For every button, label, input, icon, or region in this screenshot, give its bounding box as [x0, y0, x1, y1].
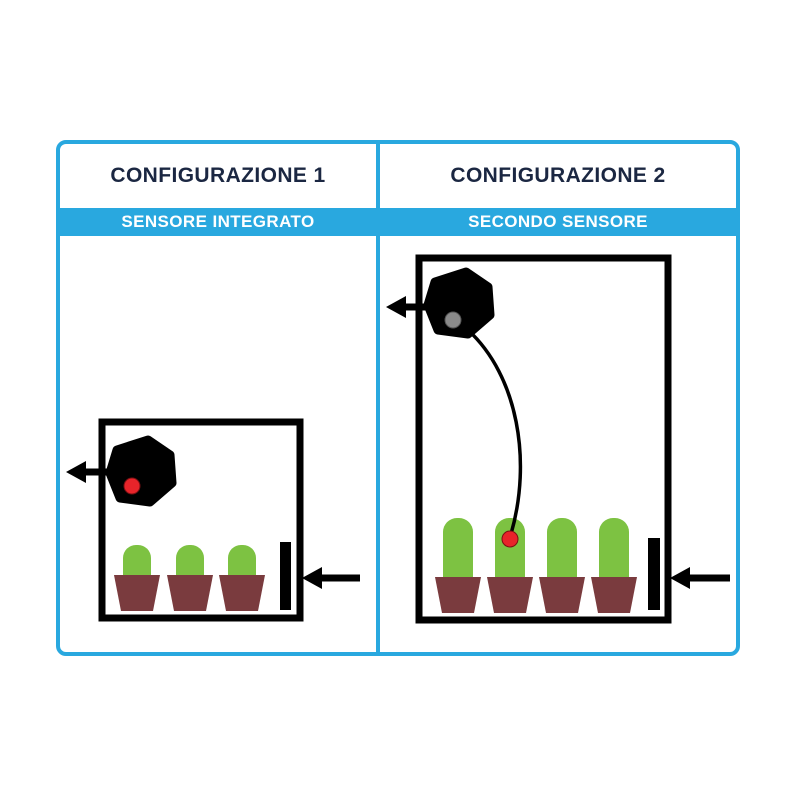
plant-pot — [219, 575, 265, 611]
panel-subtitle-label: SENSORE INTEGRATO — [121, 212, 315, 231]
plant-icon — [114, 545, 160, 611]
intake-vent — [280, 542, 291, 610]
growbox-diagram-2 — [380, 236, 736, 652]
airflow-out-arrow-icon — [66, 461, 120, 483]
airflow-in-arrow-icon — [670, 567, 730, 589]
panel-divider — [376, 144, 380, 652]
airflow-in-arrow-icon — [302, 567, 360, 589]
exhaust-fan-icon — [105, 435, 177, 507]
plant-pot — [591, 577, 637, 613]
plant-icon — [591, 518, 637, 613]
integrated-sensor-dot — [123, 477, 141, 495]
plant-pot — [539, 577, 585, 613]
intake-vent — [648, 538, 660, 610]
diagram-frame: CONFIGURAZIONE 1 SENSORE INTEGRATO — [56, 140, 740, 656]
plant-icon — [539, 518, 585, 613]
fan-housing — [423, 267, 495, 339]
panel-configurazione-2: CONFIGURAZIONE 2 SECONDO SENSORE — [380, 144, 736, 652]
sensor-cable — [466, 328, 523, 536]
plants-group — [435, 518, 637, 613]
panel-subtitle-bar: SENSORE INTEGRATO — [60, 208, 376, 236]
cable-port-dot — [444, 311, 462, 329]
panel-subtitle-label: SECONDO SENSORE — [468, 212, 648, 231]
plant-stem — [599, 518, 629, 592]
plant-icon — [167, 545, 213, 611]
plant-stem — [547, 518, 577, 592]
panel-subtitle-bar: SECONDO SENSORE — [380, 208, 736, 236]
panel-title: CONFIGURAZIONE 2 — [450, 164, 666, 187]
plant-pot — [167, 575, 213, 611]
growbox-illustration-2 — [386, 254, 730, 624]
plant-stem — [443, 518, 473, 592]
plant-icon — [219, 545, 265, 611]
exhaust-fan-icon — [423, 267, 495, 339]
airflow-out-arrow-icon — [386, 296, 436, 318]
plant-pot — [487, 577, 533, 613]
plant-icon — [435, 518, 481, 613]
growbox-illustration-1 — [66, 418, 360, 622]
plants-group — [114, 545, 265, 611]
panel-title: CONFIGURAZIONE 1 — [110, 164, 326, 187]
panel-configurazione-1: CONFIGURAZIONE 1 SENSORE INTEGRATO — [60, 144, 376, 652]
plant-pot — [435, 577, 481, 613]
remote-sensor-dot — [501, 530, 519, 548]
growbox-diagram-1 — [60, 236, 376, 652]
plant-pot — [114, 575, 160, 611]
